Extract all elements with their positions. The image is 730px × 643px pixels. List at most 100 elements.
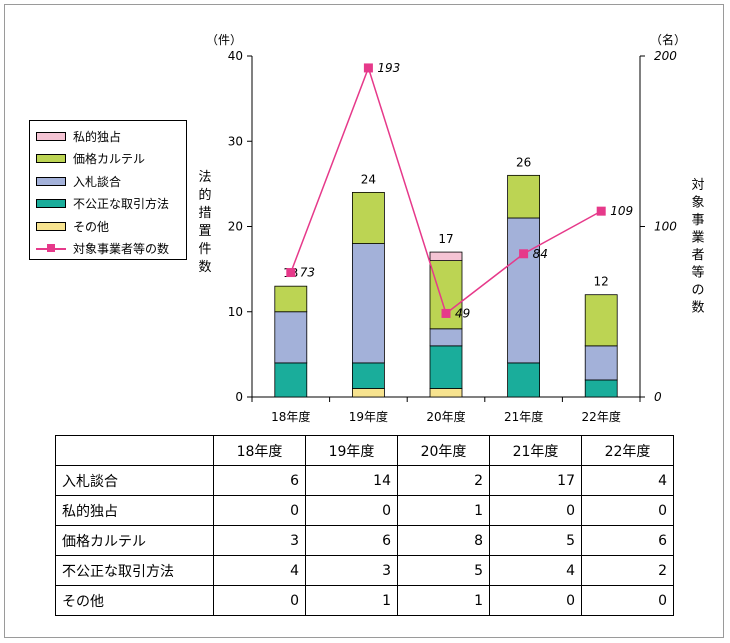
table-cell: 0 [489,495,582,526]
table-cell: 1 [397,585,490,616]
y-tick-label-right: 200 [654,49,677,63]
bar-segment [429,345,463,389]
bar-segment [274,285,308,313]
table-cell: 8 [397,525,490,556]
table-cell: 0 [213,585,306,616]
table-row: 価格カルテル 3 6 8 5 6 [55,525,674,556]
line-data-label: 73 [300,266,315,280]
bar-segment [507,174,541,219]
table-cell: 1 [397,495,490,526]
bar-total-label: 12 [594,275,609,289]
table-cell: 1 [305,585,398,616]
legend-item: 不公正な取引方法 [30,193,186,216]
table-cell: 0 [305,495,398,526]
y-tick-label-left: 10 [228,305,243,319]
y-axis-title-right-char: 者 [691,248,704,263]
table-row-label: 価格カルテル [55,525,214,556]
y-axis-title-left-char: 措 [198,206,211,221]
table-cell: 14 [305,465,398,496]
legend-label: その他 [73,219,110,234]
x-tick-label: 19年度 [349,409,388,424]
y-axis-title-left-char: 件 [198,242,211,257]
y-axis-title-left-char: 数 [198,260,211,275]
y-axis-title-left-char: 置 [198,224,211,239]
y-tick-label-left: 0 [235,390,243,404]
legend-label: 入札談合 [73,174,122,189]
bar-segment [584,379,618,398]
table-row-label: 入札談合 [55,465,214,496]
line-point [363,63,373,73]
bar-segment [584,345,618,381]
legend-label: 私的独占 [73,129,122,144]
legend-swatch [36,199,66,209]
bar-total-label: 17 [438,232,453,246]
legend-item: その他 [30,215,186,238]
bar-segment [351,388,385,398]
x-tick-label: 20年度 [426,409,465,424]
legend-swatch [36,221,66,231]
table-cell: 2 [397,465,490,496]
table-cell: 3 [305,555,398,586]
table-cell: 0 [581,495,674,526]
table-cell: 6 [305,525,398,556]
legend-label: 対象事業者等の数 [73,242,170,257]
y-tick-label-left: 20 [228,220,243,234]
table-cell: 4 [489,555,582,586]
data-table: 18年度 19年度 20年度 21年度 22年度 入札談合 6 14 2 17 … [55,435,674,616]
y-axis-title-right-char: 等 [691,265,704,281]
table-cell: 0 [213,495,306,526]
table-header-row: 18年度 19年度 20年度 21年度 22年度 [55,435,674,466]
legend-item: 入札談合 [30,170,186,193]
line-data-label: 109 [610,204,633,218]
bar-segment [351,362,385,389]
table-cell: 4 [213,555,306,586]
y-axis-title-left-char: 法 [198,170,211,185]
y-tick-label-right: 100 [654,220,677,234]
bar-segment [584,294,618,347]
y-tick-label-left: 40 [228,49,243,63]
legend-swatch [36,176,66,186]
line-point [441,308,451,318]
y-axis-title-right-char: 数 [691,301,704,316]
table-cell: 3 [213,525,306,556]
x-tick-label: 22年度 [582,409,621,424]
table-header-cell: 20年度 [397,435,490,466]
bar-segment [507,217,541,364]
bar-segment [507,362,541,398]
table-cell: 0 [489,585,582,616]
table-header-cell: 19年度 [305,435,398,466]
line-point [596,206,606,216]
bar-total-label: 24 [361,172,376,186]
bar-segment [351,243,385,364]
legend-line-swatch [36,244,66,253]
bar-total-label: 26 [516,155,531,169]
bar-segment [274,311,308,364]
bar-segment [274,362,308,398]
x-tick-label: 21年度 [504,409,543,424]
legend-item-line: 対象事業者等の数 [30,238,186,261]
table-row: 私的独占 0 0 1 0 0 [55,495,674,526]
y-unit-right: （名） [650,32,686,47]
y-axis-title-right-char: 業 [691,230,704,246]
table-row: 不公正な取引方法 4 3 5 4 2 [55,555,674,586]
table-header-cell: 22年度 [581,435,674,466]
line-data-label: 84 [533,247,548,261]
y-axis-title-right-char: 事 [691,213,704,228]
bar-segment [429,388,463,398]
legend-item: 私的独占 [30,125,186,148]
table-cell: 5 [489,525,582,556]
line-data-label: 193 [377,61,400,75]
chart-legend: 私的独占 価格カルテル 入札談合 不公正な取引方法 その他 対象事業者等の数 [29,120,187,260]
bar-segment [429,251,463,261]
table-cell: 6 [213,465,306,496]
table-cell: 5 [397,555,490,586]
line-data-label: 49 [455,306,470,320]
y-axis-title-left-char: 的 [198,187,211,203]
table-corner-cell [55,435,214,466]
legend-label: 不公正な取引方法 [73,197,170,212]
line-point [519,249,529,259]
y-tick-label-right: 0 [654,390,662,404]
y-axis-title-right-char: 象 [691,196,704,211]
table-cell: 0 [581,585,674,616]
